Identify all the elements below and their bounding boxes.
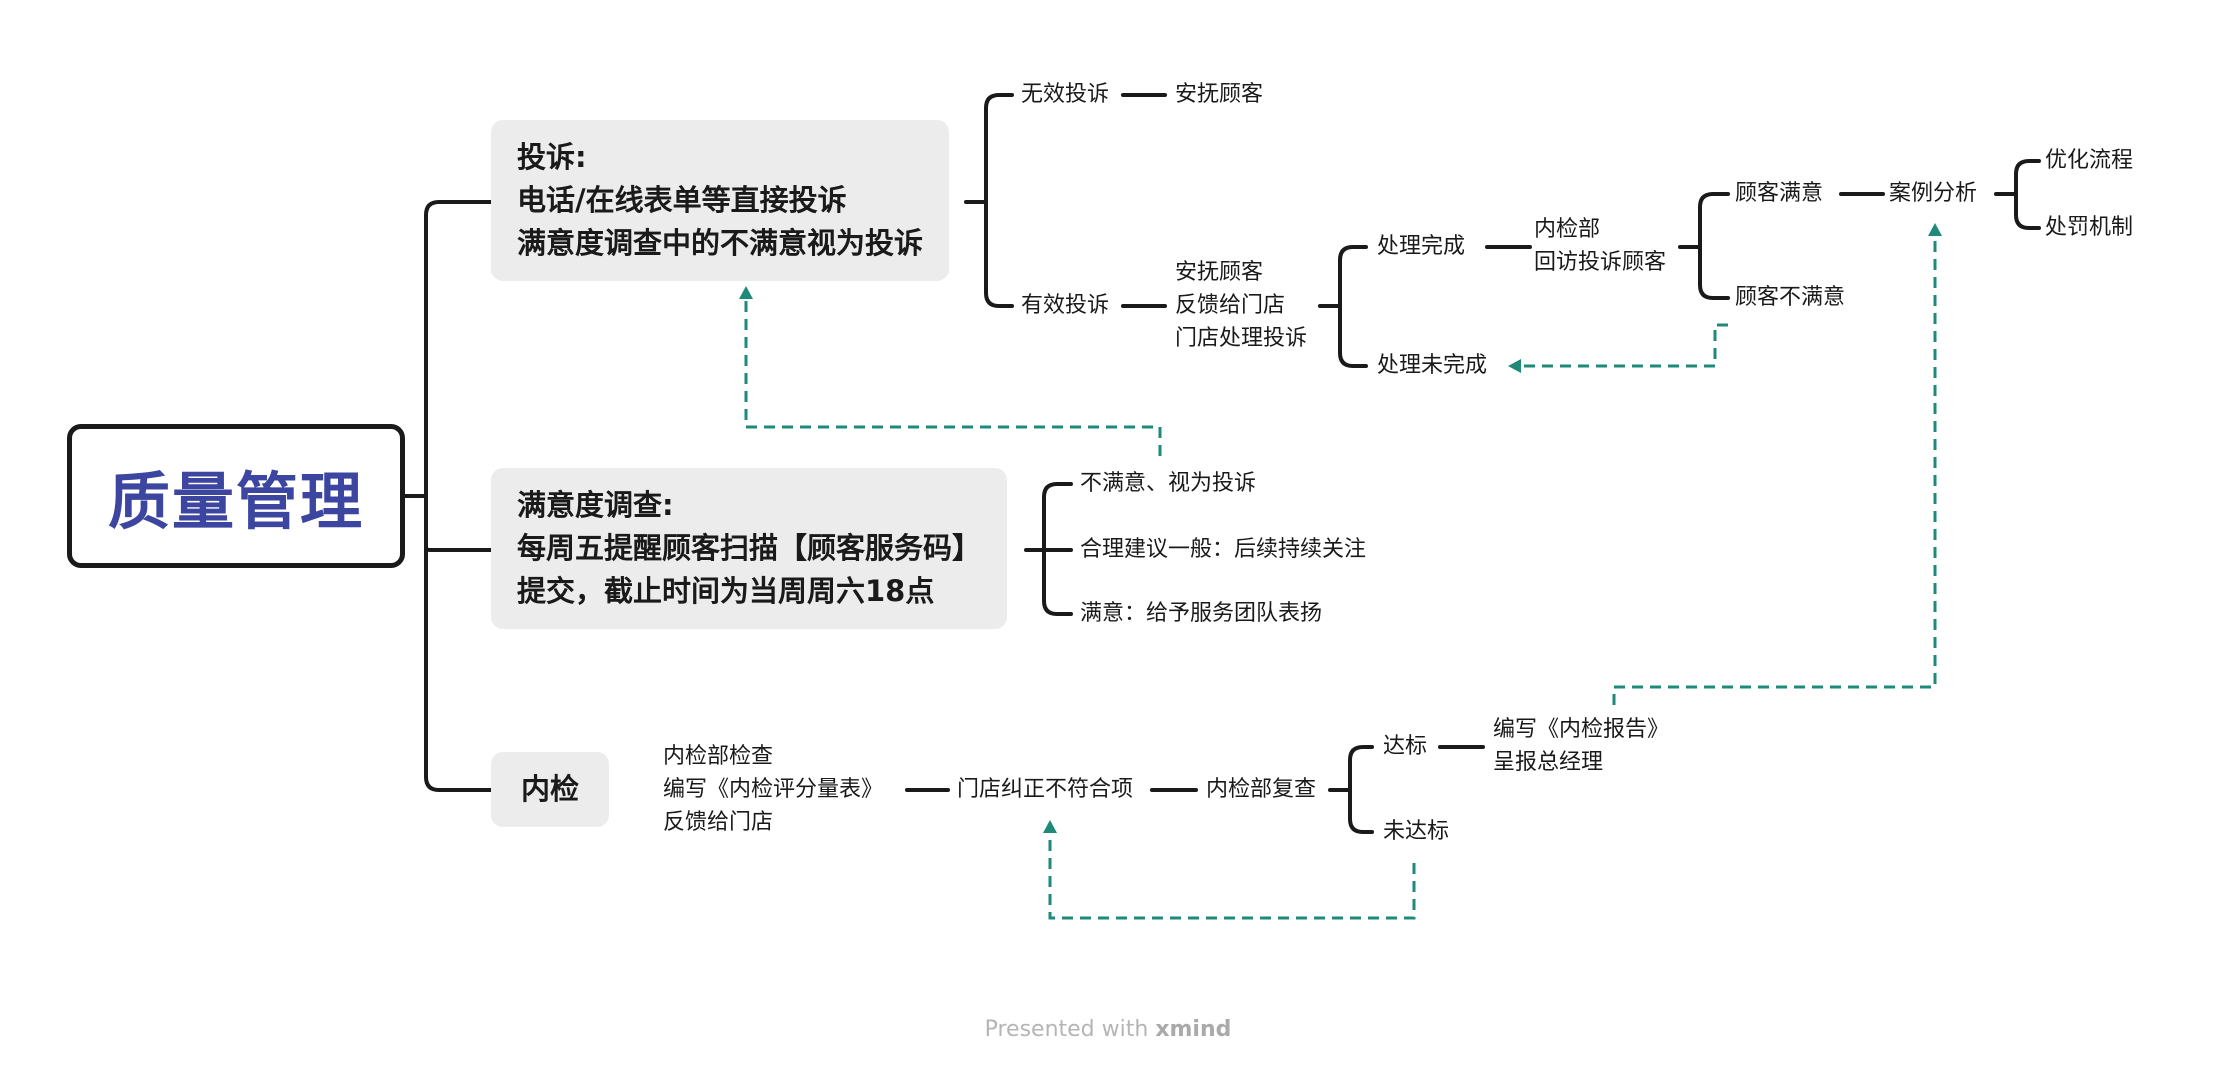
arrowhead-correct — [1043, 820, 1057, 833]
root-topic[interactable]: 质量管理 — [67, 424, 405, 568]
valid-action: 反馈给门店 — [1175, 293, 1286, 318]
report-line: 编写《内检报告》 — [1493, 717, 1670, 742]
root-connector — [403, 200, 493, 792]
footer-brand: xmind — [1155, 1017, 1232, 1042]
inspection-title: 内检 — [521, 772, 580, 806]
survey-line: 满意度调查: — [517, 488, 674, 522]
invalid-complaint[interactable]: 无效投诉 — [1021, 82, 1110, 107]
penalty-mechanism[interactable]: 处罚机制 — [2045, 215, 2134, 240]
unsatisfied-to-notdone-dashed — [1520, 323, 1728, 368]
footer-watermark: Presented with xmind — [0, 1017, 2216, 1042]
customer-satisfied[interactable]: 顾客满意 — [1735, 181, 1824, 206]
survey-topic[interactable]: 满意度调查: 每周五提醒顾客扫描【顾客服务码】 提交，截止时间为当周周六18点 — [491, 468, 1008, 629]
inspection-step: 编写《内检评分量表》 — [663, 777, 884, 802]
valid-actions[interactable]: 安抚顾客 反馈给门店 门店处理投诉 — [1175, 256, 1307, 355]
complaint-connector — [964, 93, 1014, 308]
revisit-connector — [1678, 192, 1730, 300]
survey-result-unsatisfied[interactable]: 不满意、视为投诉 — [1080, 471, 1257, 496]
inspection-step: 内检部检查 — [663, 744, 774, 769]
complaint-line: 电话/在线表单等直接投诉 — [517, 183, 847, 217]
survey-result-satisfied[interactable]: 满意：给予服务团队表扬 — [1080, 601, 1323, 626]
fail-to-correct-dashed — [1048, 830, 1416, 920]
survey-line: 提交，截止时间为当周周六18点 — [517, 574, 935, 608]
case-analysis[interactable]: 案例分析 — [1889, 181, 1978, 206]
inspection-step: 反馈给门店 — [663, 810, 774, 835]
arrowhead-case — [1928, 223, 1942, 236]
inspection-steps[interactable]: 内检部检查 编写《内检评分量表》 反馈给门店 — [663, 740, 883, 839]
inspection-topic[interactable]: 内检 — [491, 752, 610, 827]
revisit-line: 内检部 — [1534, 217, 1601, 242]
inspection-recheck[interactable]: 内检部复查 — [1206, 777, 1317, 802]
handling-not-done[interactable]: 处理未完成 — [1377, 353, 1488, 378]
revisit-line: 回访投诉顾客 — [1534, 250, 1667, 275]
root-title: 质量管理 — [107, 465, 364, 538]
handling-done[interactable]: 处理完成 — [1377, 234, 1466, 259]
valid-actions-connector — [1318, 245, 1368, 368]
survey-line: 每周五提醒顾客扫描【顾客服务码】 — [517, 531, 982, 565]
complaint-line: 投诉: — [517, 140, 587, 174]
inspection-report[interactable]: 编写《内检报告》 呈报总经理 — [1493, 713, 1669, 779]
arrowhead-complaint — [739, 286, 753, 299]
survey-connector — [1024, 482, 1073, 616]
recheck-connector — [1328, 745, 1374, 834]
arrowhead-notdone — [1508, 359, 1521, 373]
customer-unsatisfied[interactable]: 顾客不满意 — [1735, 285, 1846, 310]
complaint-line: 满意度调查中的不满意视为投诉 — [517, 226, 924, 260]
survey-result-suggestion[interactable]: 合理建议一般：后续持续关注 — [1080, 537, 1367, 562]
report-line: 呈报总经理 — [1493, 750, 1604, 775]
footer-prefix: Presented with — [984, 1017, 1149, 1042]
inspection-pass[interactable]: 达标 — [1383, 734, 1428, 759]
inspection-fail[interactable]: 未达标 — [1383, 819, 1450, 844]
valid-complaint[interactable]: 有效投诉 — [1021, 293, 1110, 318]
optimize-process[interactable]: 优化流程 — [2045, 148, 2134, 173]
valid-action: 安抚顾客 — [1175, 260, 1264, 285]
complaint-topic[interactable]: 投诉: 电话/在线表单等直接投诉 满意度调查中的不满意视为投诉 — [491, 120, 950, 281]
store-correction[interactable]: 门店纠正不符合项 — [957, 777, 1134, 802]
valid-action: 门店处理投诉 — [1175, 326, 1308, 351]
survey-to-complaint-dashed — [744, 295, 1162, 456]
case-connector — [1994, 159, 2041, 230]
report-to-case-dashed — [1612, 230, 1937, 705]
revisit-customer[interactable]: 内检部 回访投诉顾客 — [1534, 213, 1666, 279]
invalid-action[interactable]: 安抚顾客 — [1175, 82, 1264, 107]
